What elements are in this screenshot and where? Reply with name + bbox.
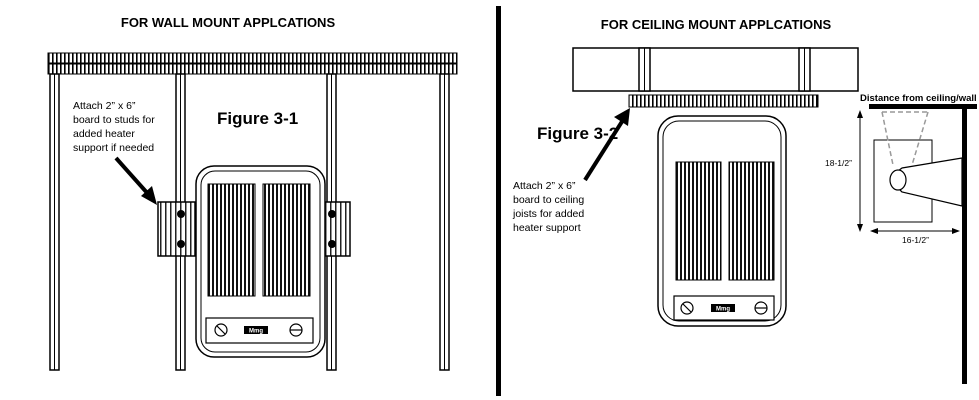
grille-left	[675, 161, 722, 281]
svg-text:Mmg: Mmg	[716, 307, 730, 313]
wall-note-arrow-icon	[114, 156, 157, 205]
wall-mount-title: FOR WALL MOUNT APPLCATIONS	[121, 15, 336, 30]
wall-note-line-3: added heater	[73, 128, 135, 140]
support-board-ceiling	[628, 94, 819, 108]
wall-note-line-4: support if needed	[73, 142, 154, 154]
grille-right	[262, 183, 311, 297]
ceiling-beam	[572, 47, 859, 92]
screw-1	[177, 210, 185, 218]
ceiling-note-line-3: joists for added	[512, 208, 584, 220]
clearance-diagram: Distance from ceiling/wall 18-1/2” 16-1/…	[825, 93, 977, 384]
ceiling-joist	[572, 47, 859, 92]
clearance-title: Distance from ceiling/wall	[860, 93, 977, 104]
brand-logo	[244, 326, 268, 334]
screw-2	[177, 240, 185, 248]
grille-left	[207, 183, 256, 297]
ceiling-figure-label: Figure 3-2	[537, 124, 618, 143]
ceiling-heater: Mmg	[657, 115, 787, 327]
wall-note-line-1: Attach 2” x 6”	[73, 100, 136, 112]
wall-figure-label: Figure 3-1	[217, 109, 298, 128]
screw-4	[328, 240, 336, 248]
ceiling-note-line-2: board to ceiling	[513, 194, 584, 206]
support-board-wall	[157, 201, 351, 257]
wall-heater: Mmg	[195, 165, 326, 358]
ceiling-note-arrow-icon	[583, 108, 630, 182]
vertical-clearance: 18-1/2”	[825, 158, 852, 168]
wall-line	[962, 104, 967, 384]
ceiling-note-line-1: Attach 2” x 6”	[513, 180, 576, 192]
brand-logo	[711, 304, 735, 312]
panel-divider	[496, 6, 501, 396]
ceiling-mount-title: FOR CEILING MOUNT APPLCATIONS	[601, 17, 832, 32]
wall-note-line-2: board to studs for	[73, 114, 155, 126]
wall-note: Attach 2” x 6” board to studs for added …	[73, 100, 155, 154]
screw-3	[328, 210, 336, 218]
grille-right	[728, 161, 775, 281]
ceiling-note: Attach 2” x 6” board to ceiling joists f…	[512, 180, 584, 234]
top-plate-lower	[47, 63, 458, 75]
svg-text:Mmg: Mmg	[249, 329, 263, 335]
top-plate-upper	[47, 52, 458, 64]
ceiling-note-line-4: heater support	[513, 222, 581, 234]
horizontal-clearance: 16-1/2”	[902, 235, 929, 245]
ceiling-line	[869, 104, 977, 109]
